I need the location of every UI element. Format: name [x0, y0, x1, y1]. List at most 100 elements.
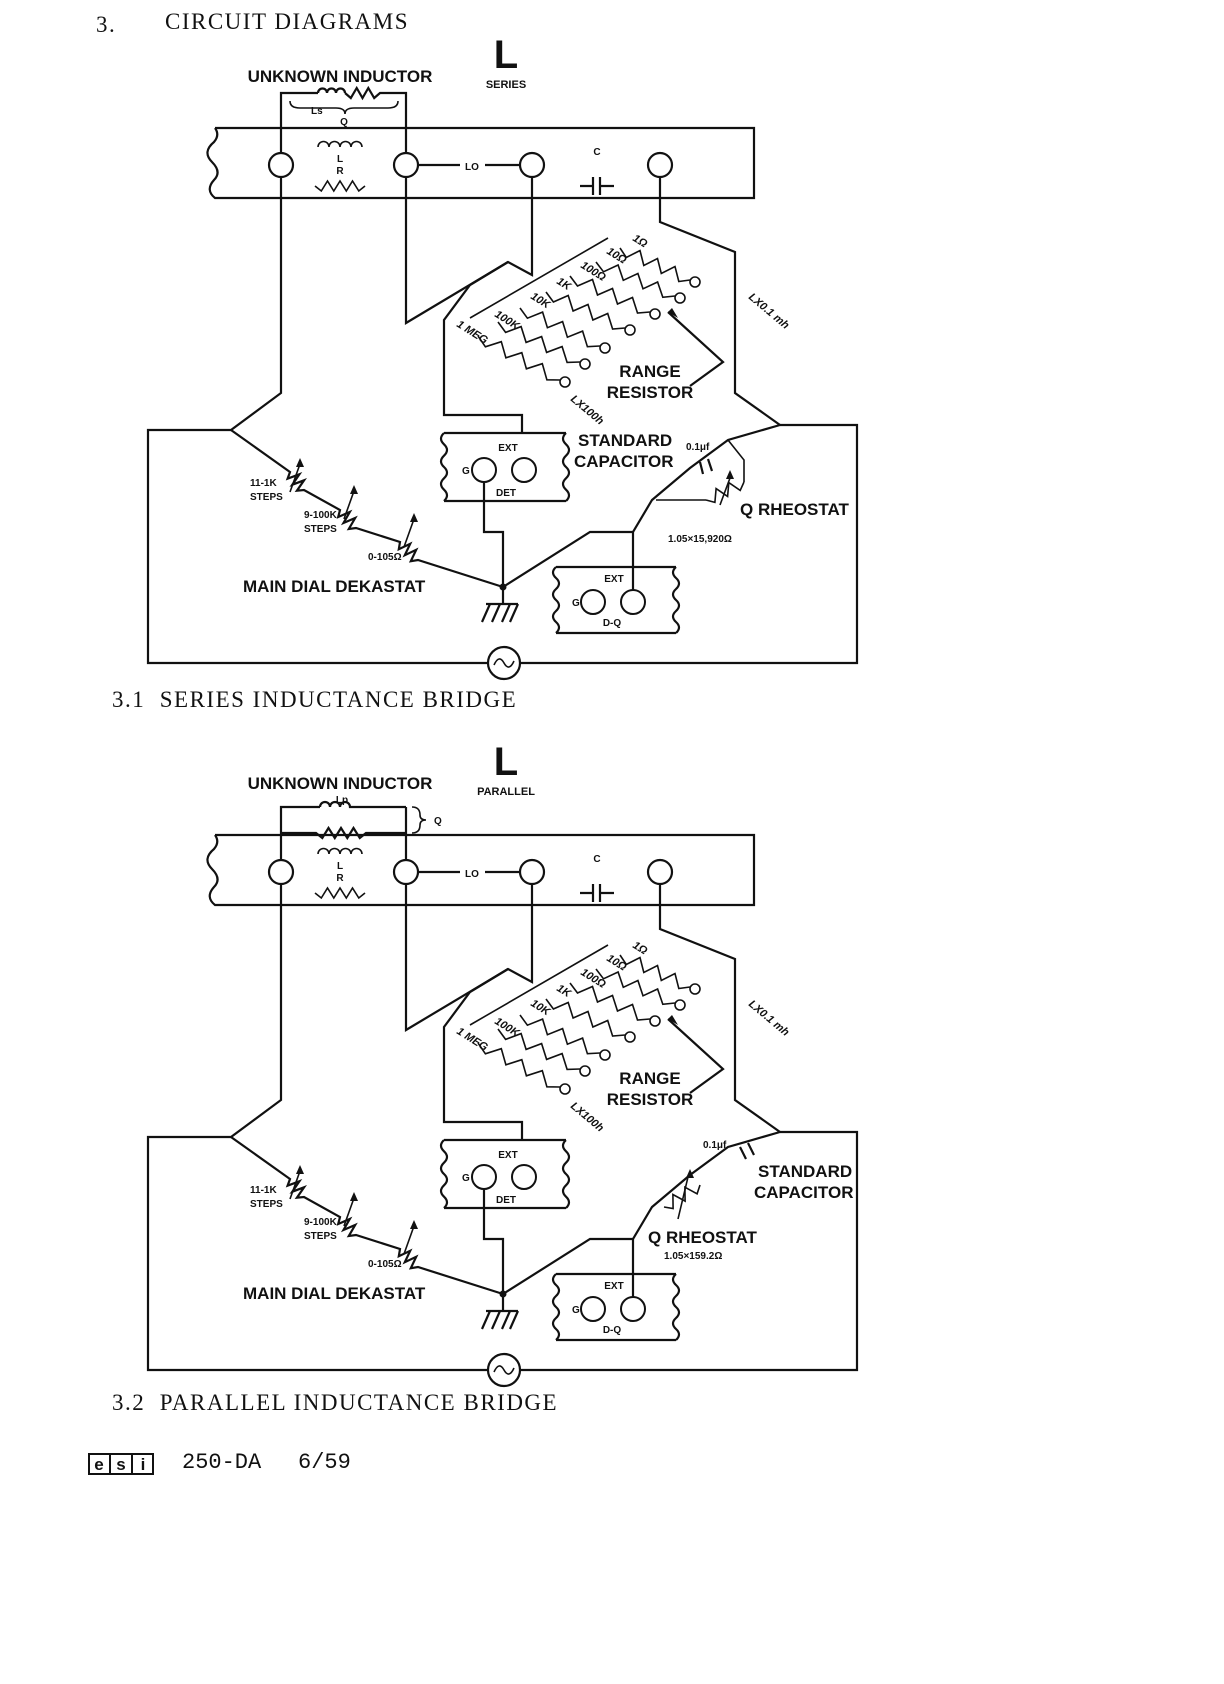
dq-g-jack	[580, 589, 606, 615]
range-wiper-arrow	[668, 1015, 678, 1025]
dq-g-jack	[580, 1296, 606, 1322]
range-value-1: 1Ω	[630, 232, 649, 250]
dq-label: D-Q	[603, 1325, 622, 1336]
range-tap-6	[579, 1065, 591, 1077]
dq-ext-label: EXT	[604, 574, 623, 585]
c-label: C	[593, 854, 600, 865]
detector-ground-wire	[482, 1189, 505, 1294]
range-value-7: 1 MEG	[454, 318, 490, 347]
dekastat-arrow-3	[410, 1220, 418, 1229]
mode-label: SERIES	[486, 79, 526, 91]
detector-jack-box	[439, 431, 571, 503]
right-lower-arm-wire	[632, 423, 781, 533]
outer-loop-wire	[146, 884, 859, 1372]
range-tap-6	[579, 358, 591, 370]
range-resistor-3	[569, 275, 651, 314]
main-dial-dekastat-arm	[230, 1136, 504, 1296]
dq-g-label: G	[572, 1305, 580, 1316]
range-tap-7	[559, 1083, 571, 1095]
svg-text:i: i	[141, 1455, 146, 1474]
standard-capacitor-label-2: CAPACITOR	[754, 1183, 854, 1202]
dekastat-wiper-3	[403, 1225, 415, 1255]
footer-date: 6/59	[298, 1450, 351, 1475]
unknown-inductor-label: UNKNOWN INDUCTOR	[248, 67, 433, 86]
detector-ext-label: EXT	[498, 443, 517, 454]
detector-feed-wire	[442, 968, 524, 1140]
dq-jack-box	[551, 565, 681, 635]
dekastat-arrow-1	[296, 458, 304, 467]
detector-label: DET	[496, 488, 516, 499]
right-arm-wire	[658, 177, 781, 426]
detector-ext-jack	[511, 457, 537, 483]
capacitor-value-label: 0.1μf	[703, 1140, 727, 1151]
terminal-1	[267, 858, 295, 886]
range-label-2: RESISTOR	[607, 383, 694, 402]
inductance-sub-label: Ls	[311, 106, 323, 117]
unknown-inductor-label: UNKNOWN INDUCTOR	[248, 774, 433, 793]
range-value-5: 10K	[528, 290, 552, 311]
terminal-2	[392, 151, 420, 179]
q-rheostat-value-label: 1.05×159.2Ω	[664, 1251, 722, 1262]
lo-label: LO	[465, 869, 479, 880]
range-wiper	[667, 1018, 725, 1094]
q-rheostat-wiper	[677, 1176, 689, 1220]
lx-bottom-label: LX100h	[568, 393, 606, 428]
range-label-1: RANGE	[619, 1069, 680, 1088]
range-tap-3	[649, 1015, 661, 1027]
steps-a-label-1: 11-1K	[250, 1185, 277, 1196]
main-dial-label: MAIN DIAL DEKASTAT	[243, 577, 426, 596]
range-resistor-2	[595, 968, 676, 1006]
dq-wire	[502, 530, 635, 590]
terminal-4	[646, 151, 674, 179]
steps-a-label-2: STEPS	[250, 492, 283, 503]
range-resistor-3	[569, 982, 651, 1021]
q-rheostat-value-label: 1.05×15,920Ω	[668, 534, 732, 545]
range-value-6: 100K	[492, 308, 522, 333]
c-label: C	[593, 147, 600, 158]
range-resistor-1	[619, 247, 691, 283]
range-tap-5	[599, 342, 611, 354]
q-label: Q	[434, 816, 442, 827]
svg-text:e: e	[94, 1455, 103, 1474]
q-rheostat-label: Q RHEOSTAT	[740, 500, 850, 519]
detector-g-label: G	[462, 466, 470, 477]
dq-g-label: G	[572, 598, 580, 609]
range-resistor-5	[519, 1014, 601, 1055]
panel-capacitor-symbol	[580, 884, 614, 902]
range-value-2: 10Ω	[604, 952, 628, 973]
panel-l-label: L	[337, 861, 343, 872]
steps-c-label: 0-105Ω	[368, 552, 402, 563]
steps-a-label-2: STEPS	[250, 1199, 283, 1210]
dekastat-arrow-2	[350, 485, 358, 494]
lx-bottom-label: LX100h	[568, 1100, 606, 1135]
range-tap-7	[559, 376, 571, 388]
lx-right-label: LX0.1 mh	[746, 291, 791, 332]
range-tap-3	[649, 308, 661, 320]
range-tap-5	[599, 1049, 611, 1061]
lo-label: LO	[465, 162, 479, 173]
ac-source-wave	[493, 658, 515, 668]
detector-feed-wire	[442, 261, 524, 433]
lx-right-label: LX0.1 mh	[746, 998, 791, 1039]
dq-wire	[502, 1237, 635, 1297]
detector-jack-box	[439, 1138, 571, 1210]
detector-ext-label: EXT	[498, 1150, 517, 1161]
range-bus	[469, 944, 609, 1026]
panel-l-label: L	[337, 154, 343, 165]
terminal-panel	[206, 833, 756, 907]
standard-capacitor-label-1: STANDARD	[758, 1162, 852, 1181]
symbol-letter: L	[494, 740, 518, 784]
parallel-bridge-caption: 3.2 PARALLEL INDUCTANCE BRIDGE	[112, 1390, 559, 1415]
dekastat-wiper-1	[289, 463, 301, 493]
q-rheostat-wire	[656, 439, 745, 506]
ground-symbol	[480, 1294, 520, 1330]
dekastat-wiper-1	[289, 1170, 301, 1200]
panel-inductor-symbol	[317, 847, 363, 855]
dekastat-wiper-3	[403, 518, 415, 548]
steps-a-label-1: 11-1K	[250, 478, 277, 489]
dekastat-wiper-2	[343, 1197, 355, 1227]
detector-ground-wire	[482, 482, 505, 587]
steps-c-label: 0-105Ω	[368, 1259, 402, 1270]
panel-inductor-symbol	[317, 140, 363, 148]
